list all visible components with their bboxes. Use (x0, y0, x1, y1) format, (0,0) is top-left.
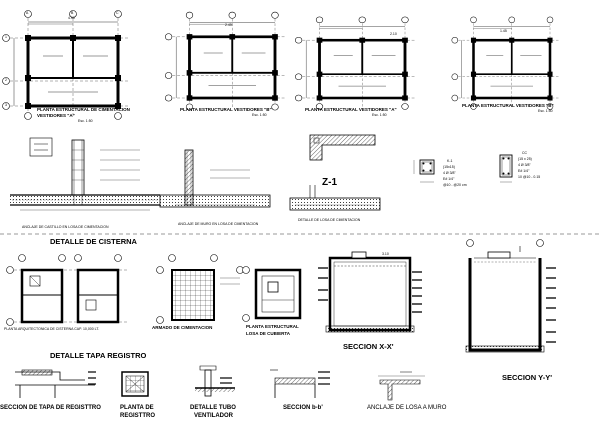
plan-title-3: PLANTA ESTRUCTURAL VESTIDORES "A" (305, 107, 397, 112)
plan-subtitle-1: VESTIDORES "A" (37, 113, 75, 118)
plan-dimension-total: 4.90 (68, 16, 75, 20)
plan-scale-3: Esc. 1:50 (372, 113, 387, 117)
grid-label-b: B (71, 11, 74, 15)
anclaje-muro-caption: ANCLAJE DE MURO EN LOSA DE CIMENTACION (178, 222, 259, 226)
planta-registro-caption-2: REGISTTRO (120, 413, 156, 419)
tubo-ventilador-drawing (195, 365, 235, 397)
zapata-label: Z-1 (322, 177, 337, 188)
losa-cubierta-caption-1: PLANTA ESTRUCTURAL (246, 324, 299, 329)
grid-label-2: 2 (5, 78, 7, 82)
planta-registro-drawing (121, 371, 149, 397)
anclaje-muro-detail (159, 149, 271, 208)
planta-registro-caption-1: PLANTA DE (120, 405, 154, 411)
seccion-tapa-caption: SECCION DE TAPA DE REGISTTRO (0, 405, 101, 411)
detalle-cisterna-heading: DETALLE DE CISTERNA (50, 237, 137, 246)
tapa-registro-section (15, 369, 96, 398)
seccion-bb-caption: SECCION b-b' (283, 405, 323, 411)
grid-label-1: 1 (5, 35, 7, 39)
plan-title-4: PLANTA ESTRUCTURAL VESTIDORES "B" (462, 103, 554, 108)
losa-cubierta-caption-2: LOSA DE CUBIERTA (246, 331, 291, 336)
zapata-caption: DETALLE DE LOSA DE CIMENTACION (298, 218, 361, 222)
plan-dimension-c: 1.45 (500, 29, 507, 33)
plan-scale-4: Esc. 1:50 (538, 109, 553, 113)
plan-dimension-a: 2.45 (225, 23, 232, 27)
anclaje-castillo-detail (10, 137, 160, 211)
plan-scale-2: Esc. 1:50 (252, 113, 267, 117)
plan-scale-1: Esc. 1:50 (78, 119, 93, 123)
cc-spec1: (15 x 25) (518, 157, 532, 161)
k1-spec3: E# 1/4" (443, 177, 455, 181)
anclaje-losa-drawing (378, 371, 425, 401)
k1-spec4: @10 - @20 cm (443, 183, 467, 187)
cisterna-plan (6, 254, 128, 326)
seccion-bb-drawing (270, 369, 330, 398)
grid-label-3: 3 (5, 103, 7, 107)
tubo-ventilador-caption-2: VENTILADOR (194, 413, 233, 419)
k1-spec2: 4 Ø 3/8" (443, 171, 456, 175)
detalle-tapa-heading: DETALLE TAPA REGISTRO (50, 351, 147, 360)
armado-cimentacion (156, 254, 244, 324)
cc-spec4: 10 @10 - 0.15 (518, 175, 541, 179)
seccion-xx-drawing (318, 251, 422, 333)
castillo-k1-section (413, 159, 435, 183)
tubo-ventilador-caption-1: DETALLE TUBO (190, 405, 236, 411)
seccion-xx-caption: SECCION X-X' (343, 342, 394, 351)
cc-spec2: 4 Ø 3/8" (518, 163, 531, 167)
cc-spec3: E# 1/4" (518, 169, 530, 173)
k1-name: K-1 (447, 159, 453, 163)
plan-dimension-b: 2.10 (390, 32, 397, 36)
cisterna-plan-caption: PLANTA ARQUITECTONICA DE CISTERNA CAP. 1… (4, 327, 100, 331)
cc-name: CC (522, 151, 528, 155)
anclaje-castillo-caption: ANCLAJE DE CASTILLO EN LOSA DE CIMENTACI… (22, 225, 109, 229)
armado-cimentacion-caption: ARMADO DE CIMENTACION (152, 325, 213, 330)
grid-label-c: C (116, 11, 119, 15)
seccion-yy-caption: SECCION Y-Y' (502, 373, 552, 382)
losa-cubierta-plan (242, 266, 302, 322)
cadena-cc-section (499, 154, 513, 183)
seccion-yy-drawing (465, 239, 556, 353)
plan-title-1: PLANTA ESTRUCTURAL DE CIMENTACION (37, 107, 130, 112)
plan-title-2: PLANTA ESTRUCTURAL VESTIDORES "B" (180, 107, 272, 112)
grid-label-a: A (26, 11, 29, 15)
anclaje-losa-caption: ANCLAJE DE LOSA A MURO (367, 405, 447, 411)
cisterna-top-dimension: 3.10 (382, 252, 389, 256)
zapata-detail (289, 134, 381, 211)
k1-spec1: (15x15) (443, 165, 455, 169)
